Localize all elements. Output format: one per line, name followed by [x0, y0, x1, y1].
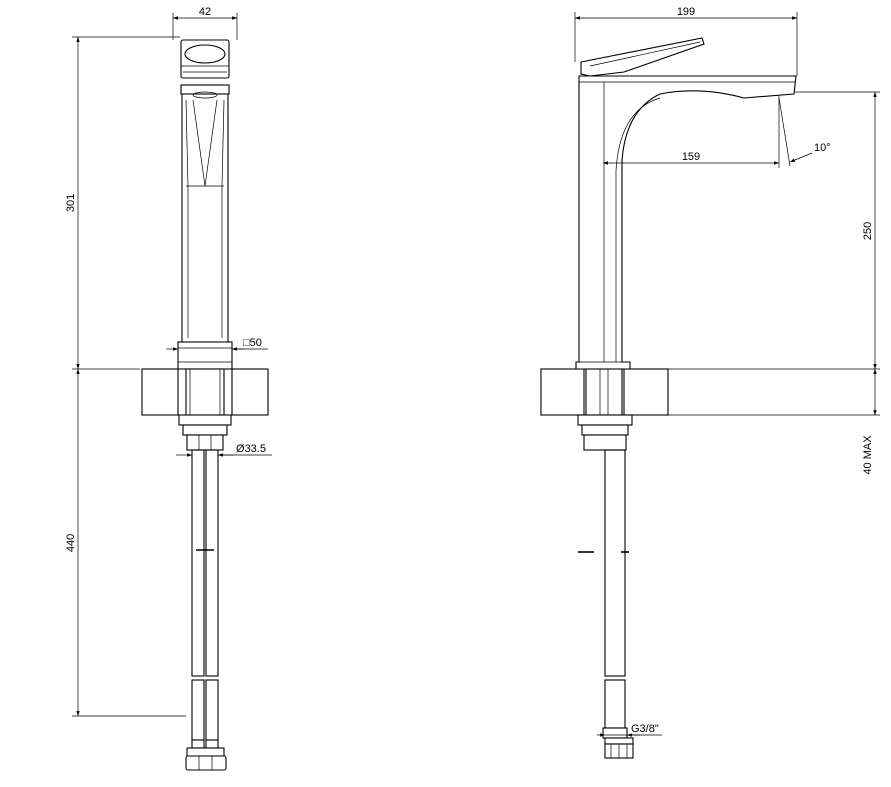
- dim-label-g3-8: G3/8": [631, 723, 659, 735]
- dim-label-50-value: 50: [250, 337, 262, 349]
- dim-base-square: □50: [166, 337, 268, 355]
- diameter-symbol: Ø: [236, 443, 245, 455]
- side-hose: [578, 449, 634, 759]
- square-symbol: □: [243, 337, 250, 349]
- dim-label-250: 250: [862, 222, 874, 240]
- dim-connection: G3/8": [597, 723, 662, 737]
- dim-deck-thickness: 40 MAX: [668, 369, 880, 475]
- side-view: 199 159 10° 250 40 MAX G3/8": [540, 6, 880, 759]
- dim-label-50: □50: [243, 337, 262, 349]
- dim-front-width: 42: [172, 6, 238, 40]
- dim-label-440: 440: [65, 534, 77, 552]
- dim-label-33-5-value: 33.5: [245, 443, 266, 455]
- front-hoses: [185, 449, 227, 771]
- dim-spout-height: 250: [668, 91, 880, 370]
- dim-shank-diameter: Ø33.5: [176, 443, 272, 457]
- dim-side-width: 199: [574, 6, 798, 76]
- dim-label-10-deg: 10°: [814, 142, 831, 154]
- front-view: 42 301 440 □50 Ø33.5: [65, 6, 272, 771]
- dim-spout-reach: 159: [603, 96, 780, 168]
- dim-label-40-max: 40 MAX: [862, 435, 874, 475]
- dim-label-199: 199: [677, 6, 695, 18]
- dim-label-301: 301: [65, 194, 77, 212]
- dim-front-height-below: 440: [65, 369, 186, 717]
- dim-label-159: 159: [682, 151, 700, 163]
- dim-front-height-above: 301: [65, 36, 180, 370]
- dim-spout-angle: 10°: [778, 97, 831, 167]
- dim-label-33-5: Ø33.5: [236, 443, 266, 455]
- side-faucet-body: [575, 37, 797, 451]
- dim-label-42: 42: [199, 6, 211, 18]
- front-faucet-body: [177, 39, 233, 451]
